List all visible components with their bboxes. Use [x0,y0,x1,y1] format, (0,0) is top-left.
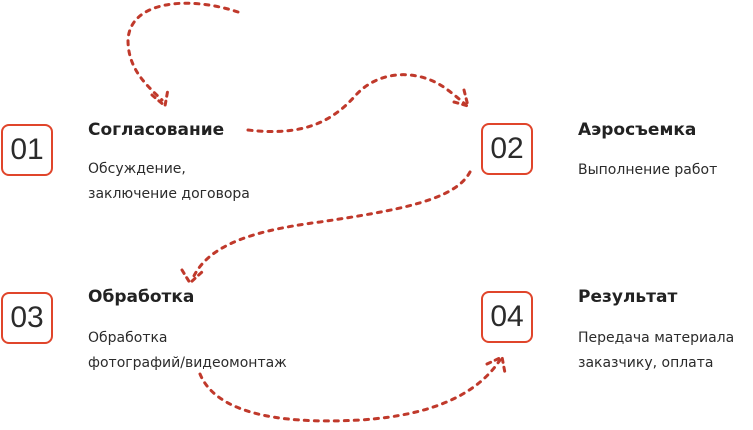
step-01-desc-line1: Обсуждение, [88,161,186,177]
step-04-desc-line1: Передача материала [578,330,735,346]
step-01-number-box: 01 [1,124,53,176]
arrow-01-to-02 [246,73,467,134]
step-02-number: 02 [490,132,524,165]
step-02-desc-line1: Выполнение работ [578,162,718,178]
step-03-desc-line1: Обработка [88,330,168,346]
step-04-desc-line2: заказчику, оплата [578,355,714,371]
step-01-desc-line2: заключение договора [88,186,250,202]
step-01-number: 01 [10,133,44,166]
arrow-02-to-03-head [180,268,204,285]
step-03-number: 03 [10,301,44,334]
step-01-title: Согласование [88,120,225,140]
arrow-03-to-04-head [485,355,507,375]
step-04-title: Результат [578,287,678,307]
step-04-number: 04 [490,300,524,333]
arrow-01-to-02-head [452,88,470,108]
step-03-number-box: 03 [1,292,53,344]
arrow-02-to-03 [190,170,472,282]
step-04-number-box: 04 [481,291,533,343]
step-02-number-box: 02 [481,123,533,175]
step-02-title: Аэросъемка [578,120,697,140]
step-03-title: Обработка [88,287,195,307]
arrow-intro-head [150,87,170,108]
arrow-intro [126,1,240,102]
step-03-desc-line2: фотографий/видеомонтаж [88,355,287,371]
